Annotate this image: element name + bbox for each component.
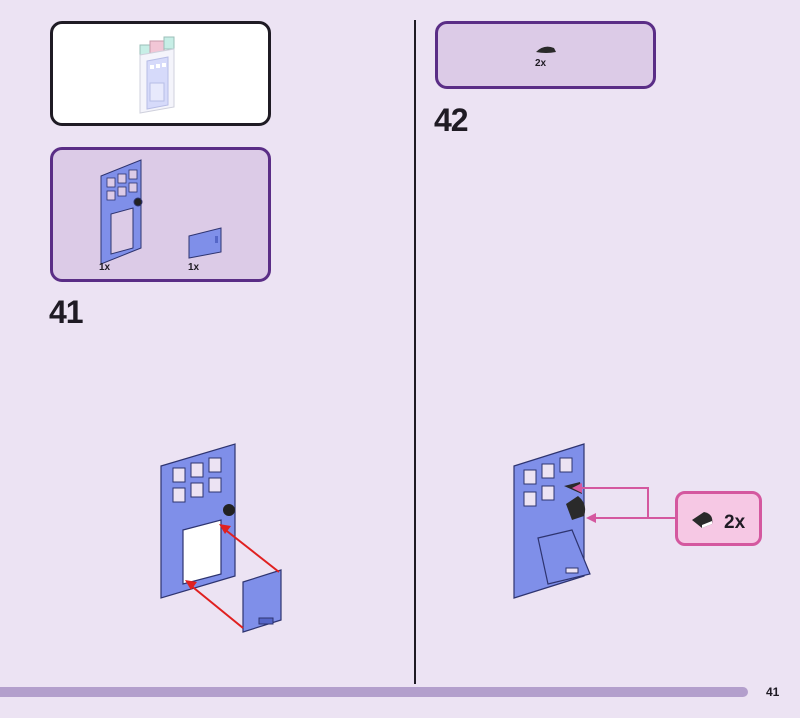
attach-flap-arrows-icon	[160, 443, 282, 633]
overview-panel	[50, 21, 271, 126]
quarter-round-tile-icon	[536, 46, 556, 53]
door-frame-icon	[100, 159, 143, 265]
part-qty: 1x	[99, 262, 111, 273]
parts-callout: 2x	[675, 491, 762, 546]
quarter-round-tile-icon	[692, 512, 713, 528]
part-qty: 1x	[188, 262, 200, 273]
part-qty: 2x	[535, 58, 547, 69]
column-divider	[414, 20, 416, 684]
attach-tiles-illustration	[513, 443, 675, 599]
step-number: 41	[49, 294, 84, 330]
page-progress-bar	[0, 687, 748, 697]
parts-list-panel: 2x	[435, 21, 656, 89]
callout-qty: 2x	[724, 512, 746, 533]
parts-list-panel: 1x 1x	[50, 147, 271, 282]
door-assembly-overview-icon	[139, 36, 175, 114]
step-number: 42	[434, 102, 469, 138]
page-number: 41	[766, 685, 780, 699]
door-flap-icon	[188, 227, 222, 259]
